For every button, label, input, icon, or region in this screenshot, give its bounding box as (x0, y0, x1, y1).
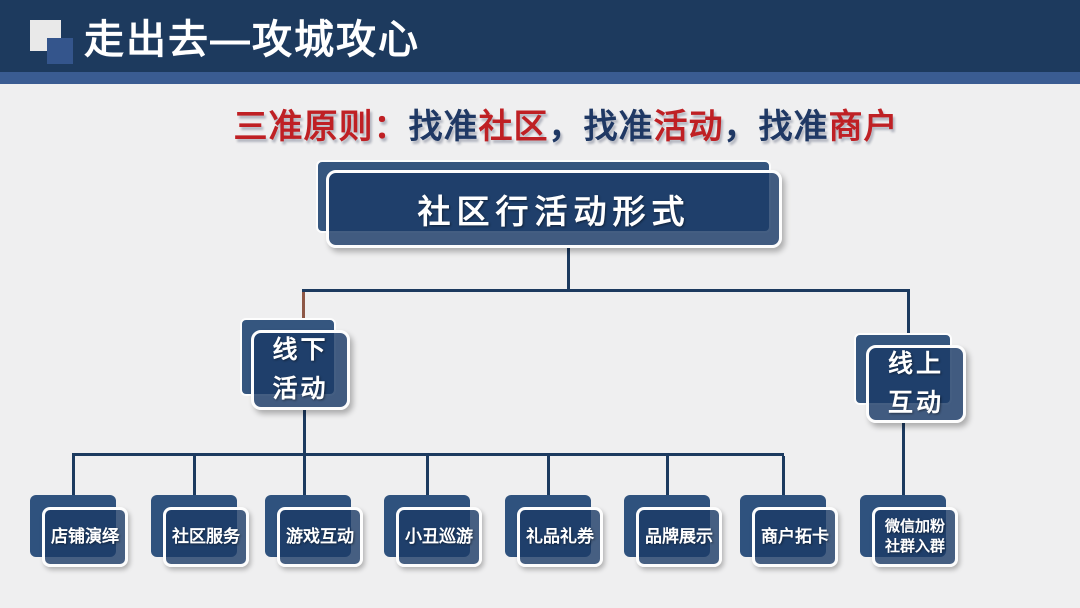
header-bar: 走出去—攻城攻心 (0, 0, 1080, 72)
leaf-node-8-box: 微信加粉 社群入群 (872, 507, 958, 567)
connector-drop-leaf-1 (72, 456, 75, 495)
branch-online-node: 线上 互动 (866, 345, 966, 423)
leaf-node-6-label: 品牌展示 (645, 527, 713, 546)
leaf-node-1-label: 店铺演绎 (51, 527, 119, 546)
leaf-node-2-box: 社区服务 (163, 507, 249, 567)
leaf-node-7: 商户拓卡 (740, 495, 842, 575)
branch-offline-node: 线下 活动 (251, 330, 350, 410)
subtitle-segment: 活动 (653, 108, 724, 146)
leaf-node-1: 店铺演绎 (30, 495, 132, 575)
leaf-node-8-label: 微信加粉 社群入群 (884, 518, 945, 555)
connector-drop-leaf-8 (902, 423, 905, 495)
leaf-node-7-box: 商户拓卡 (752, 507, 838, 567)
title-bullet-square-overlay-icon (47, 38, 73, 64)
leaf-node-2: 社区服务 (151, 495, 253, 575)
branch-offline-label: 线下 活动 (272, 336, 329, 403)
subtitle-segment: ，找准 (548, 108, 654, 146)
leaf-node-2-label: 社区服务 (172, 527, 240, 546)
connector-drop-leaf-4 (426, 456, 429, 495)
leaf-node-8: 微信加粉 社群入群 (860, 495, 962, 575)
leaf-node-6-box: 品牌展示 (636, 507, 722, 567)
subtitle-segment: 社区 (478, 108, 549, 146)
leaf-node-5: 礼品礼券 (505, 495, 607, 575)
leaf-node-3-label: 游戏互动 (286, 527, 354, 546)
leaf-node-4: 小丑巡游 (384, 495, 486, 575)
connector-drop-online (907, 292, 910, 334)
connector-drop-leaf-2 (193, 456, 196, 495)
subtitle-segment: 三准原则： (233, 108, 409, 146)
leaf-node-5-label: 礼品礼券 (526, 527, 594, 546)
connector-root-trunk (567, 248, 570, 291)
subtitle-segment: 找准 (408, 108, 479, 146)
connector-level1-horizontal (302, 289, 910, 292)
leaf-node-3-box: 游戏互动 (277, 507, 363, 567)
leaf-node-6: 品牌展示 (624, 495, 726, 575)
leaf-node-5-box: 礼品礼券 (517, 507, 603, 567)
connector-drop-offline-red (302, 292, 305, 318)
leaf-node-1-box: 店铺演绎 (42, 507, 128, 567)
connector-drop-leaf-3 (303, 456, 306, 495)
connector-drop-leaf-5 (547, 456, 550, 495)
leaf-node-3: 游戏互动 (265, 495, 367, 575)
slide-title: 走出去—攻城攻心 (84, 18, 420, 62)
header-accent-stripe (0, 72, 1080, 84)
subtitle-segment: 商户 (828, 108, 899, 146)
connector-level2-horizontal (72, 453, 784, 456)
root-node: 社区行活动形式 (326, 170, 782, 248)
leaf-node-4-box: 小丑巡游 (396, 507, 482, 567)
branch-online-label: 线上 互动 (887, 350, 944, 417)
leaf-node-4-label: 小丑巡游 (405, 527, 473, 546)
connector-drop-leaf-7 (782, 456, 785, 495)
leaf-node-7-label: 商户拓卡 (761, 527, 829, 546)
root-node-label: 社区行活动形式 (417, 193, 691, 230)
slide-subtitle: 三准原则：找准社区，找准活动，找准商户 (0, 99, 1080, 148)
connector-drop-leaf-6 (666, 456, 669, 495)
connector-offline-trunk (303, 410, 306, 454)
subtitle-segment: ，找准 (723, 108, 829, 146)
